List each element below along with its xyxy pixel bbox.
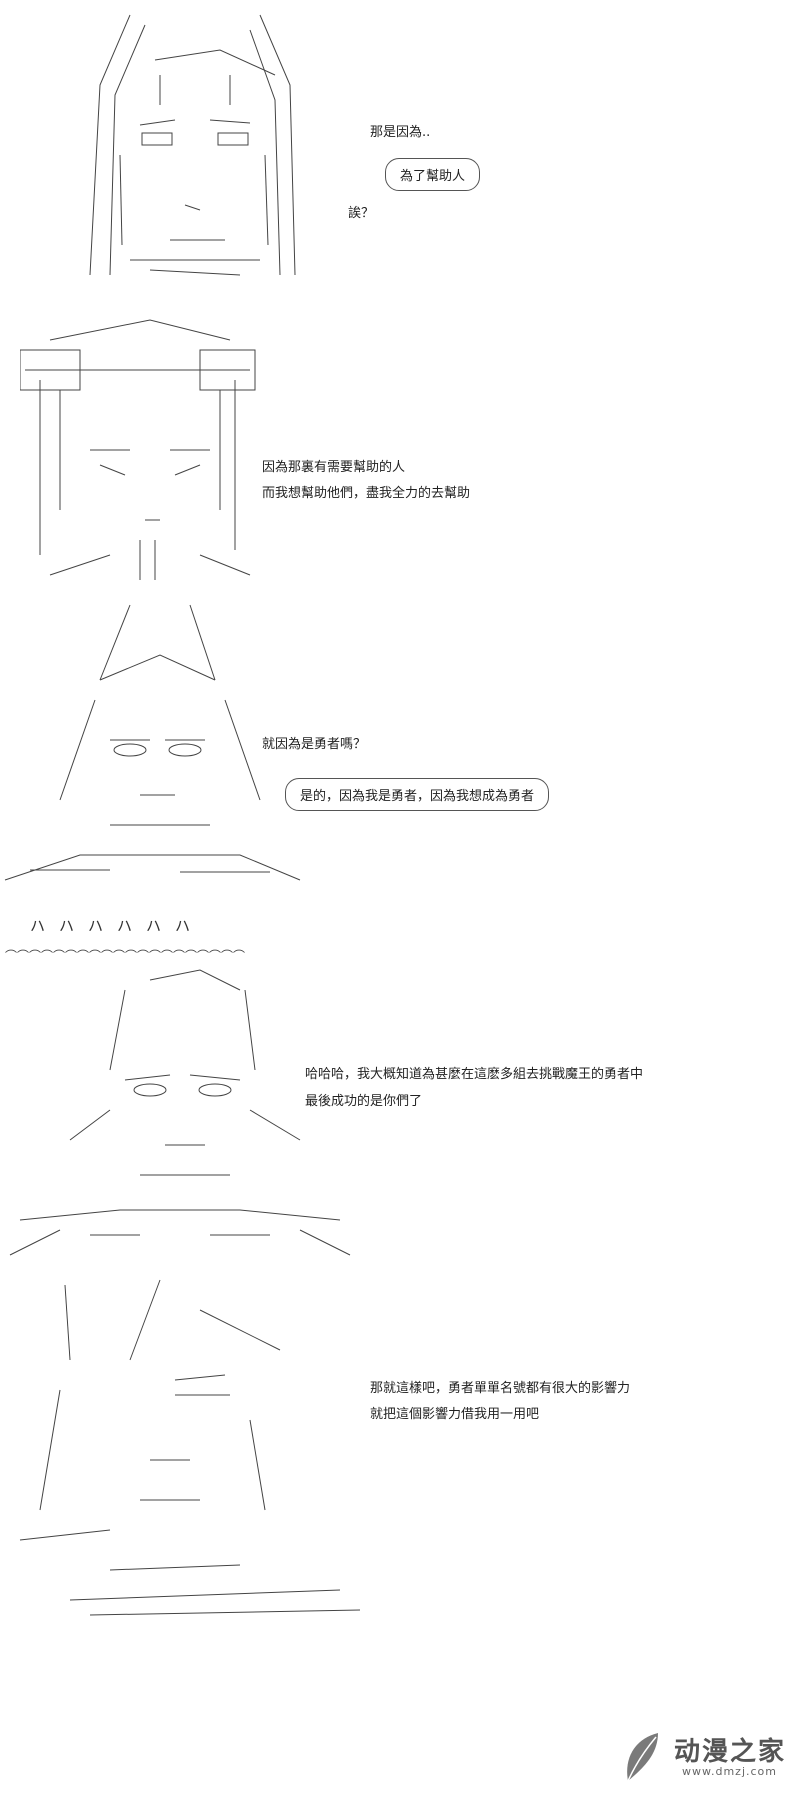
character-portrait-art (0, 600, 310, 890)
dialogue-line: 哈哈哈，我大概知道為甚麼在這麽多組去挑戰魔王的勇者中 (305, 1067, 644, 1082)
dialogue-line: 就因為是勇者嗎？ (262, 737, 367, 752)
character-portrait-art (20, 310, 260, 585)
dialogue-line: 就把這個影響力借我用一用吧 (370, 1407, 540, 1422)
speech-bubble: 是的，因為我是勇者，因為我想成為勇者 (285, 778, 550, 811)
character-portrait-art (60, 5, 320, 290)
dialogue-line: 因為那裏有需要幫助的人 (262, 460, 406, 475)
dialogue-line: 最後成功的是你們了 (305, 1094, 423, 1109)
feather-leaf-icon (614, 1729, 670, 1789)
character-portrait-art (0, 960, 360, 1260)
panel-2: 因為那裏有需要幫助的人 而我想幫助他們，盡我全力的去幫助 (0, 310, 800, 590)
panel-5: 那就這樣吧，勇者單單名號都有很大的影響力 就把這個影響力借我用一用吧 (0, 1270, 800, 1790)
dialogue-line: 那是因為.. (370, 125, 431, 140)
dialogue-line: 那就這樣吧，勇者單單名號都有很大的影響力 (370, 1381, 631, 1396)
dialogue-line: 而我想幫助他們，盡我全力的去幫助 (262, 486, 471, 501)
laughter-divider: ハハハハハハ (30, 917, 205, 935)
watermark-title: 动漫之家 (674, 1737, 787, 1767)
dialogue-line: 誒？ (348, 206, 375, 221)
wave-divider: ⌒⌒⌒⌒⌒⌒⌒⌒⌒⌒⌒⌒⌒⌒⌒⌒⌒⌒⌒⌒ (5, 949, 246, 963)
character-portrait-art (0, 1270, 370, 1790)
watermark-url: www.dmzj.com (682, 1765, 777, 1778)
site-watermark: 动漫之家 www.dmzj.com (610, 1727, 790, 1785)
panel-1: 那是因為.. 為了幫助人 誒？ (0, 0, 800, 300)
speech-bubble: 為了幫助人 (385, 158, 481, 191)
panel-4: ハハハハハハ ⌒⌒⌒⌒⌒⌒⌒⌒⌒⌒⌒⌒⌒⌒⌒⌒⌒⌒⌒⌒ 哈哈哈，我大概知道為甚麼… (0, 905, 800, 1260)
panel-3: 就因為是勇者嗎？ 是的，因為我是勇者，因為我想成為勇者 (0, 600, 800, 890)
